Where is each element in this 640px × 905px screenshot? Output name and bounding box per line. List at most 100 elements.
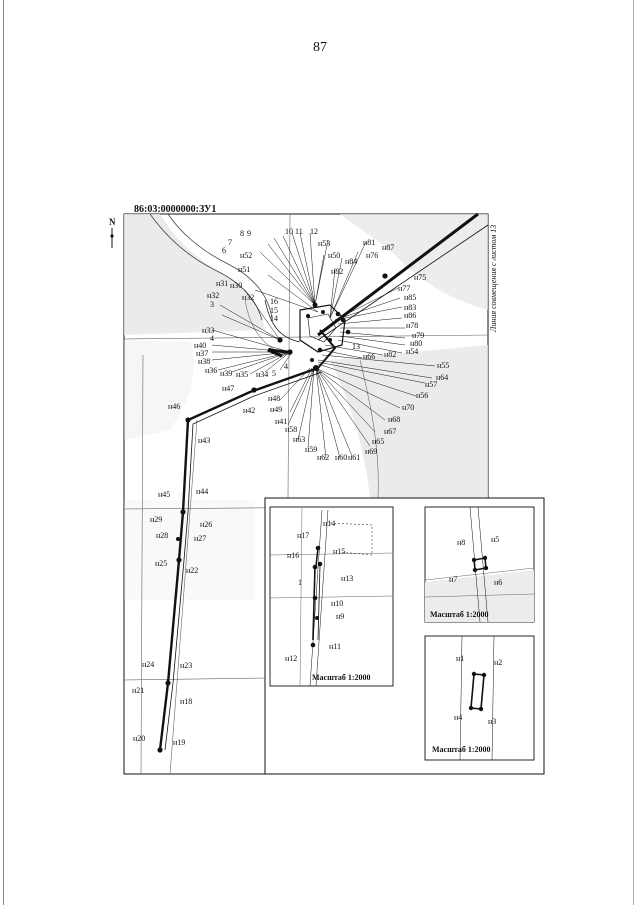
point-label: н1 (456, 654, 464, 663)
inset-a-dots (310, 545, 323, 648)
point-label: н2 (494, 658, 502, 667)
point-label: н4 (454, 713, 462, 722)
point-label: 15 (270, 306, 278, 315)
point-label: н69 (365, 447, 377, 456)
north-arrow-icon (110, 228, 114, 248)
point-label: н9 (336, 612, 344, 621)
parcel-code: 86:03:0000000:ЗУ1 (134, 204, 217, 215)
inset-c-dots (468, 671, 487, 712)
point-label: 14 (270, 314, 278, 323)
point-label: н32 (207, 291, 219, 300)
point-label: н10 (331, 599, 343, 608)
point-label: н80 (410, 339, 422, 348)
point-label: 4 (210, 334, 214, 343)
point-label: н70 (402, 403, 414, 412)
point-label: н24 (142, 660, 154, 669)
point-label: н55 (437, 361, 449, 370)
inset-b-dots (471, 555, 489, 573)
point-label: н27 (194, 534, 206, 543)
point-label: н20 (133, 734, 145, 743)
point-label: 9 (247, 229, 251, 238)
point-label: н31 (216, 279, 228, 288)
point-label: н76 (366, 251, 378, 260)
terrain-shading (124, 214, 488, 600)
point-label: н53 (318, 239, 330, 248)
point-label: н59 (305, 445, 317, 454)
point-label: н78 (406, 321, 418, 330)
point-label: 3 (210, 300, 214, 309)
point-label: н75 (414, 273, 426, 282)
point-label: н30 (230, 281, 242, 290)
point-label: н84 (345, 257, 357, 266)
point-label: н43 (198, 436, 210, 445)
point-label: н87 (382, 243, 394, 252)
point-label: н49 (270, 405, 282, 414)
point-label: н37 (196, 349, 208, 358)
point-label: н82 (384, 350, 396, 359)
point-label: н18 (180, 697, 192, 706)
point-label: н60 (335, 453, 347, 462)
point-label: н13 (341, 574, 353, 583)
point-label: н65 (372, 437, 384, 446)
north-arrow-label: N (109, 217, 116, 227)
point-label: н11 (329, 642, 341, 651)
point-label: н81 (363, 238, 375, 247)
point-label: н54 (406, 347, 418, 356)
point-label: н41 (275, 417, 287, 426)
point-label: н39 (220, 369, 232, 378)
point-label: н15 (333, 547, 345, 556)
point-label: 16 (270, 297, 278, 306)
point-label: н28 (156, 531, 168, 540)
point-label: 12 (310, 227, 318, 236)
page-edge-right (633, 0, 634, 905)
leader-lines (211, 232, 436, 459)
point-label: 7 (228, 238, 232, 247)
scale-label-b: Масштаб 1:2000 (430, 610, 489, 619)
point-label: н64 (436, 373, 448, 382)
point-label: 5 (272, 369, 276, 378)
point-label: н66 (363, 352, 375, 361)
point-label: н79 (412, 331, 424, 340)
point-label: н62 (317, 453, 329, 462)
point-label: н21 (132, 686, 144, 695)
point-label: н46 (168, 402, 180, 411)
point-label: н82 (331, 267, 343, 276)
scale-label-c: Масштаб 1:2000 (432, 745, 491, 754)
point-label: н34 (256, 370, 268, 379)
point-label: н25 (155, 559, 167, 568)
point-label: 10 (285, 227, 293, 236)
point-label: н44 (196, 487, 208, 496)
point-label: 11 (295, 227, 303, 236)
parcel-cluster (264, 299, 346, 369)
point-label: н32 (242, 293, 254, 302)
point-label: н12 (285, 654, 297, 663)
river-lines (149, 213, 273, 321)
point-label: н35 (236, 370, 248, 379)
point-label: н5 (491, 535, 499, 544)
page-edge-left (3, 0, 4, 905)
point-label: н68 (388, 415, 400, 424)
point-label: 6 (222, 246, 226, 255)
point-label: н42 (243, 406, 255, 415)
vertex-dots (157, 273, 388, 753)
point-label: н6 (494, 578, 502, 587)
point-label: н48 (268, 394, 280, 403)
point-label: 1 (298, 578, 302, 587)
point-label: н7 (449, 575, 457, 584)
point-label: н57 (425, 380, 437, 389)
point-label: н17 (297, 531, 309, 540)
point-label: н51 (238, 265, 250, 274)
point-label: 13 (352, 342, 360, 351)
point-label: н50 (328, 251, 340, 260)
inset-c-frame (424, 635, 535, 761)
point-label: н29 (150, 515, 162, 524)
point-label: н83 (404, 303, 416, 312)
point-label: н86 (404, 311, 416, 320)
point-label: н8 (457, 538, 465, 547)
point-label: н14 (323, 519, 335, 528)
point-label: н16 (287, 551, 299, 560)
point-label: н52 (240, 251, 252, 260)
point-label: 4 (284, 362, 288, 371)
point-label: н36 (205, 366, 217, 375)
point-label: н23 (180, 661, 192, 670)
